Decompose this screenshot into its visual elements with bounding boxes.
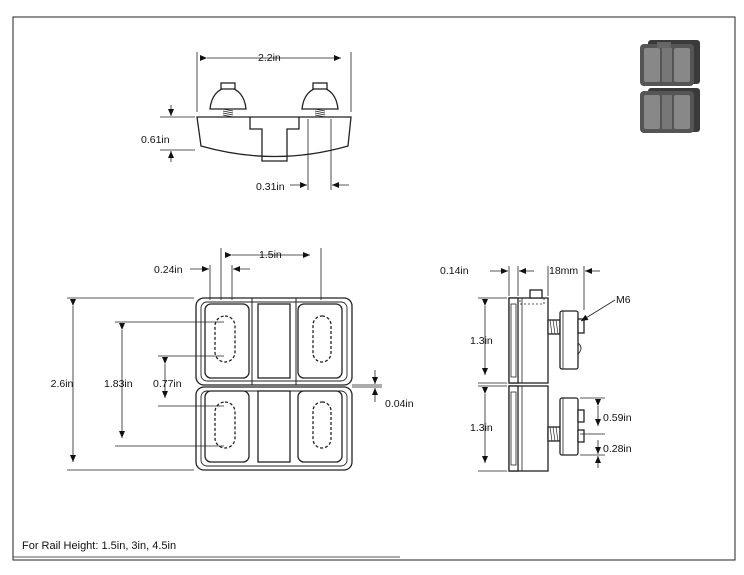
side-nut-offset-label: 0.28in [603, 443, 632, 455]
front-lower-center-window [257, 390, 291, 463]
side-nut-height-label: 0.59in [603, 412, 632, 424]
top-offset-label: 0.31in [256, 181, 285, 193]
isometric-preview [640, 40, 700, 133]
side-lower-plate [508, 385, 519, 472]
top-right-knob [301, 86, 339, 110]
top-left-knob-cap [220, 82, 236, 90]
front-view [195, 297, 353, 471]
front-slot-span-label: 1.83in [104, 378, 133, 390]
front-upper-right-slot [312, 315, 332, 363]
side-view-dimensions [478, 266, 616, 472]
front-slot-length-label: 0.77in [153, 378, 182, 390]
top-t-slot [249, 117, 300, 162]
side-lower-nut [559, 397, 579, 456]
front-edge-label: 0.24in [154, 264, 183, 276]
front-upper-center-frame [251, 297, 297, 386]
side-depth-label: 18mm [549, 265, 578, 277]
front-upper-inner [200, 301, 348, 382]
top-width-label: 2.2in [258, 52, 281, 64]
top-right-thread [314, 108, 326, 118]
side-upper-height-label: 1.3in [470, 335, 493, 347]
side-thickness-label: 0.14in [440, 265, 469, 277]
top-height-label: 0.61in [141, 134, 170, 146]
top-left-thread [222, 108, 234, 118]
side-upper-tab [529, 289, 543, 299]
front-pitch-label: 1.5in [259, 249, 282, 261]
top-body-profile [196, 116, 352, 158]
side-lower-nut-thread-2 [577, 429, 585, 443]
side-thread-label: M6 [616, 294, 631, 306]
front-upper-left-slot [214, 315, 236, 363]
side-lower-nut-thread [577, 409, 585, 423]
side-upper-nut [559, 310, 579, 370]
side-view [508, 289, 585, 472]
front-overall-height-label: 2.6in [51, 378, 74, 390]
front-upper-center-window [257, 303, 291, 379]
top-view-dimensions [160, 52, 352, 190]
rail-height-note: For Rail Height: 1.5in, 3in, 4.5in [22, 540, 177, 552]
front-gap-label: 0.04in [385, 398, 414, 410]
top-view [196, 82, 352, 162]
side-upper-nut-thread [577, 318, 585, 334]
front-lower-right-slot [312, 401, 332, 449]
side-upper-plate [508, 297, 519, 384]
top-left-knob [209, 86, 247, 110]
front-view-dimensions [67, 248, 382, 471]
sheet-border [12, 16, 736, 561]
front-lower-left-slot [214, 401, 236, 449]
top-right-knob-cap [312, 82, 328, 90]
side-lower-height-label: 1.3in [470, 422, 493, 434]
